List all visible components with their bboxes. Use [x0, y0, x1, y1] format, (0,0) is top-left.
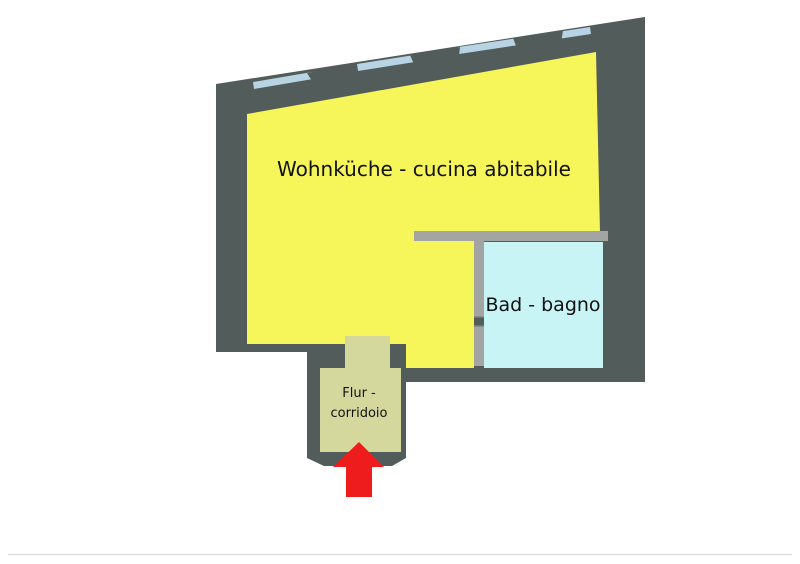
bathroom-area[interactable]: [484, 242, 603, 368]
arrow-up-icon: [333, 442, 384, 497]
pillar: [410, 47, 460, 80]
kitchen-label: Wohnküche - cucina abitabile: [277, 157, 571, 181]
window-glass: [253, 72, 313, 89]
hallway-label-line1: Flur -: [342, 386, 376, 401]
pillar: [513, 30, 563, 64]
pillar: [307, 64, 358, 97]
window-glass: [557, 27, 591, 39]
hallway-area[interactable]: [320, 336, 401, 452]
partition-side-upper: [474, 231, 484, 317]
door-jambs: [474, 316, 484, 327]
kitchen-area[interactable]: [247, 52, 600, 368]
partition-top: [414, 231, 608, 241]
window-glass: [458, 38, 519, 54]
page-divider: [8, 554, 792, 555]
hallway-label-line2: corridoio: [331, 406, 388, 421]
wall-pillars: [307, 30, 563, 97]
partition-walls: [414, 231, 608, 366]
partition-side-lower: [474, 326, 484, 366]
window-glass: [357, 55, 415, 71]
north-windows: [253, 27, 591, 89]
bathroom-label: Bad - bagno: [485, 294, 600, 316]
